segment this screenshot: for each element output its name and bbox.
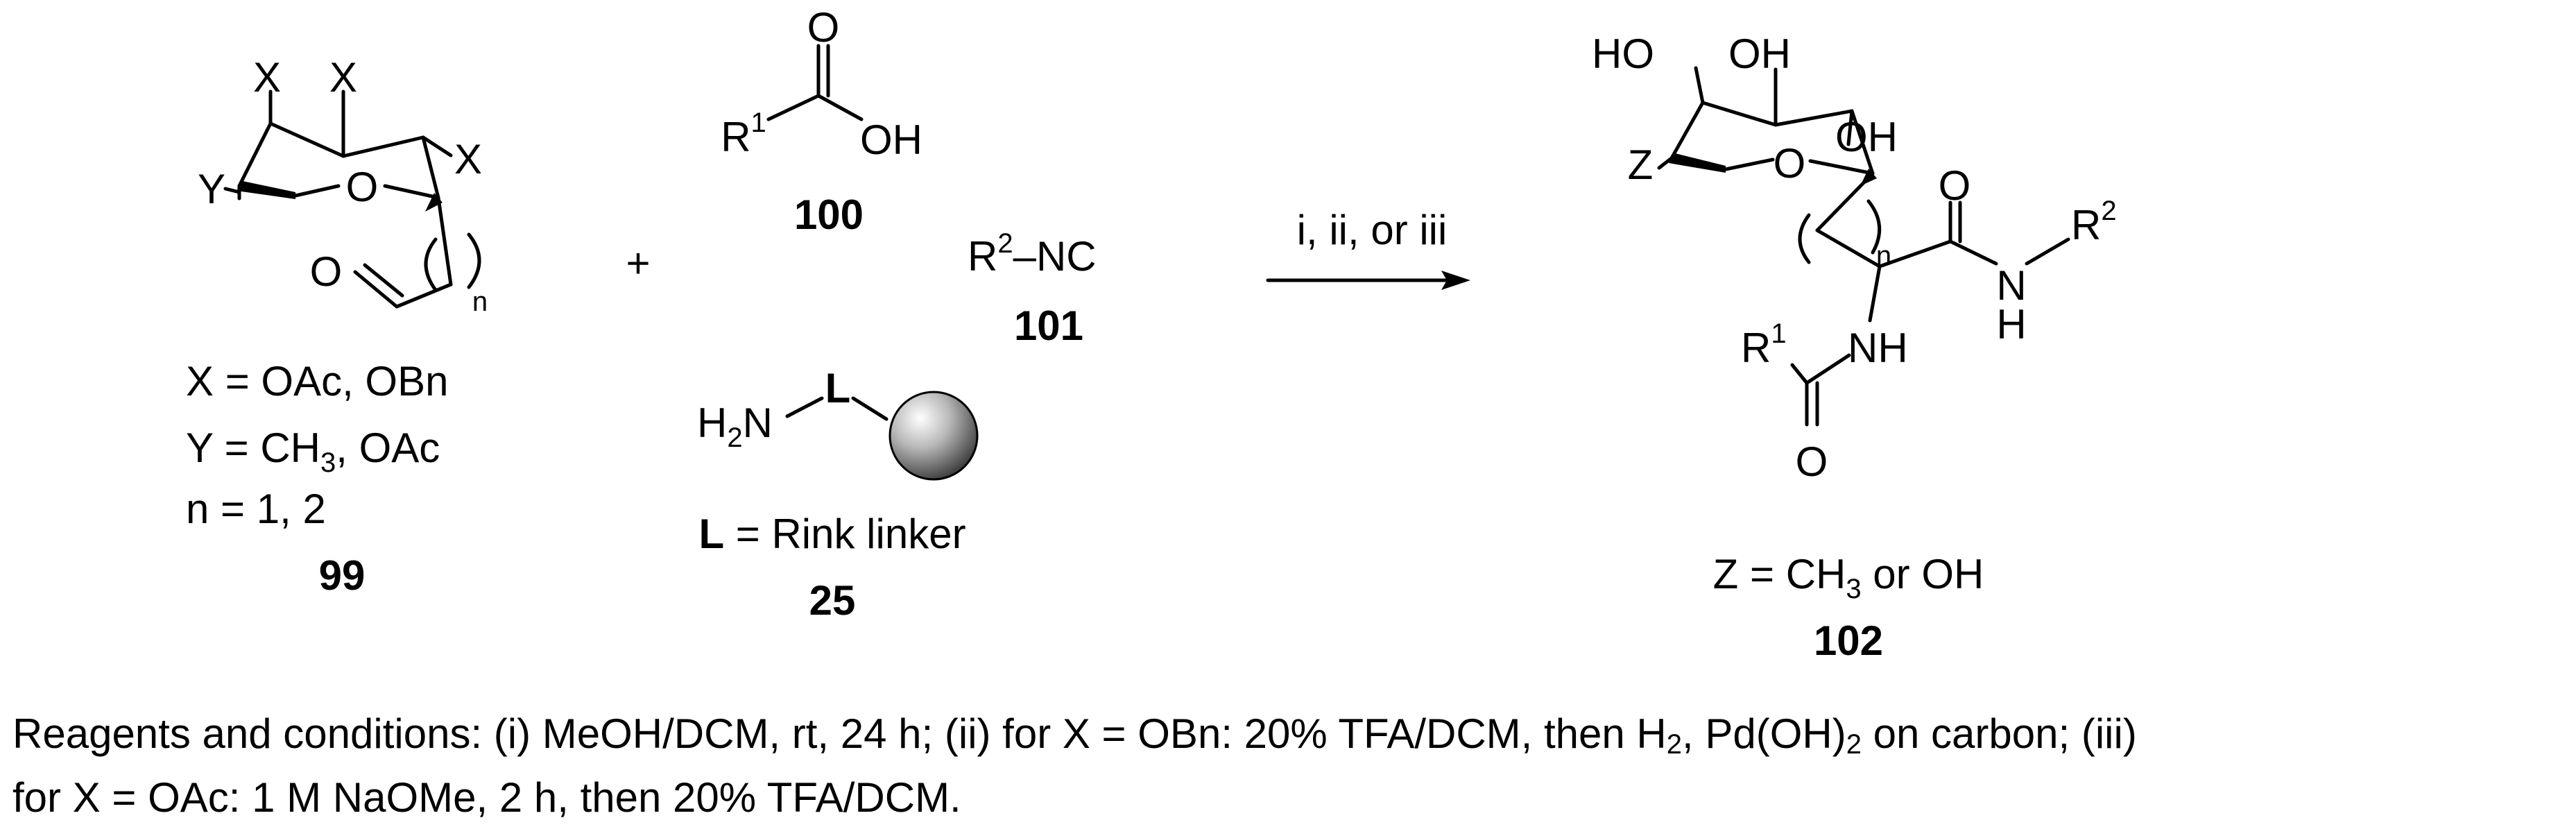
- r1-label: R1: [1741, 318, 1787, 371]
- compound-number-101: 101: [1014, 302, 1083, 349]
- carbonyl-oxygen-label: O: [807, 4, 840, 51]
- reactant-25-structure: [785, 396, 888, 421]
- repeat-index-n: n: [472, 287, 488, 317]
- nh-label: NH: [1848, 325, 1908, 371]
- reactant-100-structure: [766, 44, 864, 121]
- reagents-caption: Reagents and conditions: (i) MeOH/DCM, r…: [12, 702, 2558, 830]
- product-102-structure: [1657, 66, 2070, 427]
- amide-nitrogen-label: N: [1996, 262, 2026, 309]
- z-definition: Z = CH3 or OH: [1713, 551, 1984, 604]
- isocyanide-formula: R2–NC: [968, 228, 1097, 280]
- amide-oxygen-label: O: [1939, 162, 1971, 209]
- compound-number-102: 102: [1814, 617, 1883, 664]
- hydroxyl-label: OH: [1835, 114, 1898, 160]
- ring-oxygen-label: O: [346, 164, 379, 210]
- resin-bead-icon: [888, 391, 979, 481]
- r1-label: R1: [721, 108, 766, 160]
- amide-hydrogen-label: H: [1996, 301, 2026, 348]
- x-atom-label: X: [329, 54, 357, 101]
- y-definition: Y = CH3, OAc: [186, 425, 440, 478]
- caption-line-2: for X = OAc: 1 M NaOMe, 2 h, then 20% TF…: [12, 774, 961, 821]
- compound-number-25: 25: [809, 577, 856, 624]
- hydroxyl-label: OH: [860, 117, 922, 163]
- z-atom-label: Z: [1628, 142, 1654, 188]
- amine-label: H2N: [697, 400, 773, 453]
- n-definition: n = 1, 2: [186, 486, 326, 532]
- linker-l-label: L: [825, 365, 851, 411]
- r2-label: R2: [2071, 196, 2117, 248]
- x-atom-label: X: [454, 136, 482, 182]
- compound-number-100: 100: [794, 191, 864, 238]
- x-atom-label: X: [253, 54, 281, 101]
- y-atom-label: Y: [198, 166, 225, 212]
- acyl-oxygen-label: O: [1796, 438, 1828, 485]
- reactant-99-structure: [223, 89, 481, 309]
- compound-number-99: 99: [319, 552, 366, 599]
- repeat-index-n: n: [1876, 241, 1891, 271]
- caption-line-1: Reagents and conditions: (i) MeOH/DCM, r…: [12, 710, 2137, 760]
- reaction-conditions-label: i, ii, or iii: [1297, 207, 1448, 253]
- hydroxyl-label: HO: [1592, 31, 1654, 77]
- reaction-arrow-icon: [1266, 271, 1470, 290]
- x-definition: X = OAc, OBn: [186, 358, 449, 404]
- hydroxyl-label: OH: [1728, 31, 1791, 77]
- linker-definition: L = Rink linker: [698, 511, 965, 557]
- aldehyde-oxygen-label: O: [310, 248, 343, 295]
- plus-sign: +: [626, 240, 650, 287]
- ring-oxygen-label: O: [1774, 140, 1806, 187]
